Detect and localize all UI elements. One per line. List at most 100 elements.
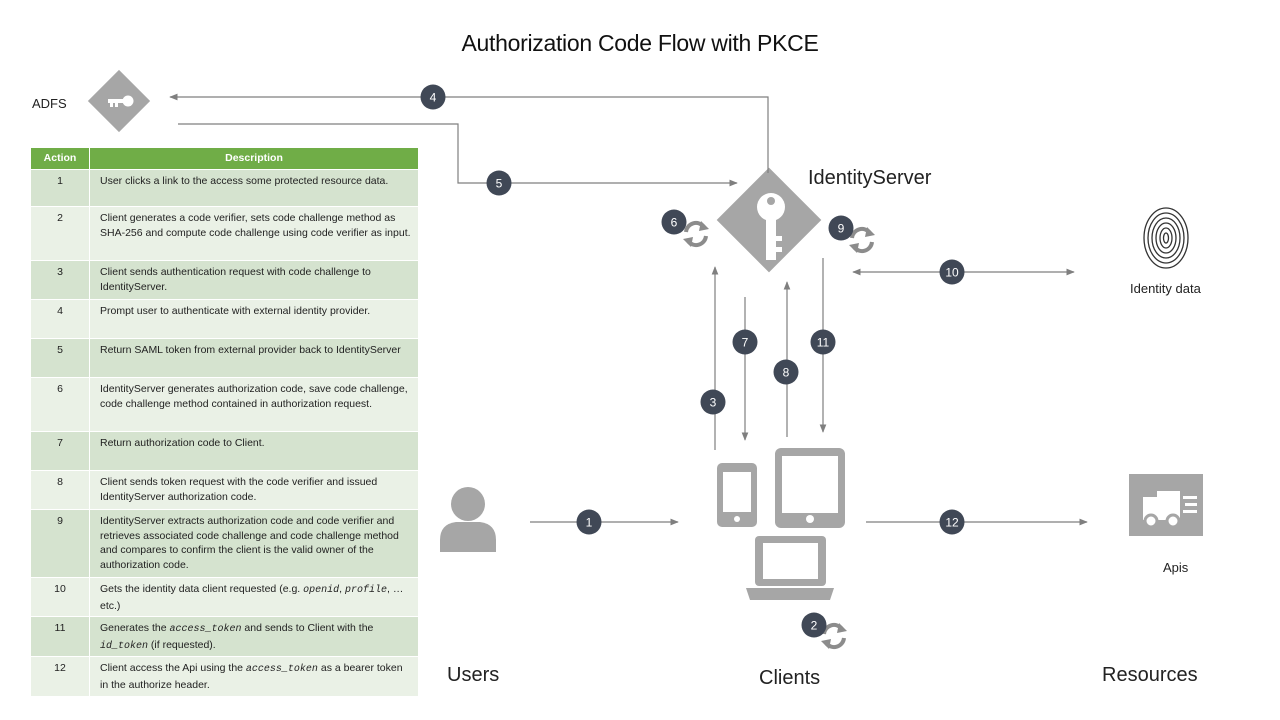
row-action: 9 — [31, 509, 90, 578]
table-row: 10 Gets the identity data client requeste… — [31, 577, 419, 617]
row-action: 5 — [31, 338, 90, 378]
row-action: 1 — [31, 169, 90, 207]
user-icon — [440, 487, 496, 552]
step-badge-9: 9 — [828, 215, 854, 241]
description-text: and sends to Client with the — [241, 622, 374, 634]
description-text: IdentityServer extracts authorization co… — [100, 515, 399, 571]
truck-icon — [1129, 474, 1203, 536]
row-description: Return SAML token from external provider… — [89, 338, 419, 378]
description-text: Client generates a code verifier, sets c… — [100, 212, 411, 239]
users-label: Users — [447, 664, 500, 686]
step-badge-11: 11 — [810, 329, 836, 355]
row-action: 10 — [31, 577, 90, 617]
step-badge-label: 11 — [817, 336, 830, 350]
table-header-description: Description — [89, 148, 419, 170]
code-token: openid — [303, 585, 340, 596]
clients-label: Clients — [759, 667, 821, 689]
code-token: profile — [344, 585, 387, 596]
step-badge-4: 4 — [420, 84, 446, 110]
step-badge-7: 7 — [732, 329, 758, 355]
arrow-4 — [169, 93, 769, 173]
tablet-icon — [775, 448, 845, 528]
row-action: 8 — [31, 470, 90, 510]
step-badge-8: 8 — [773, 359, 799, 385]
table-row: 2 Client generates a code verifier, sets … — [31, 206, 419, 261]
description-text: Return authorization code to Client. — [100, 437, 265, 449]
arrow-5 — [178, 123, 738, 187]
diagram-title: Authorization Code Flow with PKCE — [461, 30, 819, 56]
description-text: as a bearer token in the authorize heade… — [100, 662, 403, 691]
row-description: Return authorization code to Client. — [89, 431, 419, 471]
row-action: 2 — [31, 206, 90, 261]
description-text: Return SAML token from external provider… — [100, 344, 401, 356]
row-description: Prompt user to authenticate with externa… — [89, 299, 419, 339]
table-row: 1 User clicks a link to the access some p… — [31, 169, 419, 207]
step-badge-label: 12 — [945, 516, 959, 530]
description-text: (if requested). — [148, 638, 216, 651]
description-text: Client access the Api using the — [100, 662, 246, 674]
phone-icon — [717, 463, 757, 527]
code-token: access_token — [245, 664, 318, 675]
step-badge-2: 2 — [801, 612, 827, 638]
code-token: access_token — [169, 624, 242, 635]
table-header-action: Action — [31, 148, 90, 170]
row-description: Client access the Api using the access_t… — [89, 656, 419, 696]
step-badge-label: 2 — [811, 619, 818, 633]
row-description: IdentityServer extracts authorization co… — [89, 509, 419, 578]
table-row: 7 Return authorization code to Client. — [31, 431, 419, 471]
step-badge-label: 9 — [838, 222, 845, 236]
step-badge-label: 10 — [945, 266, 959, 280]
step-badge-10: 10 — [939, 259, 965, 285]
description-text: Client sends authentication request with… — [100, 266, 371, 293]
row-description: Generates the access_token and sends to … — [89, 616, 419, 657]
description-text: , — [339, 583, 345, 595]
row-description: IdentityServer generates authorization c… — [89, 377, 419, 432]
description-text: , …etc.) — [100, 583, 404, 612]
step-badge-12: 12 — [939, 509, 965, 535]
table-row: 8 Client sends token request with the cod… — [31, 470, 419, 510]
identity-server-label: IdentityServer — [808, 167, 932, 189]
table-row: 6 IdentityServer generates authorization … — [31, 377, 419, 432]
laptop-icon — [746, 536, 834, 600]
step-badge-5: 5 — [486, 170, 512, 196]
step-badge-label: 6 — [671, 216, 678, 230]
resources-label: Resources — [1102, 664, 1198, 686]
row-description: User clicks a link to the access some pr… — [89, 169, 419, 207]
row-action: 7 — [31, 431, 90, 471]
description-text: Prompt user to authenticate with externa… — [100, 305, 371, 317]
steps-table: Action Description 1 User clicks a link t… — [31, 148, 419, 696]
row-description: Client generates a code verifier, sets c… — [89, 206, 419, 261]
row-action: 12 — [31, 656, 90, 696]
description-text: User clicks a link to the access some pr… — [100, 175, 389, 187]
row-description: Gets the identity data client requested … — [89, 577, 419, 617]
step-badge-1: 1 — [576, 509, 602, 535]
step-badge-6: 6 — [661, 209, 687, 235]
step-badge-label: 4 — [430, 91, 437, 105]
description-text: Client sends token request with the code… — [100, 476, 378, 503]
row-action: 4 — [31, 299, 90, 339]
adfs-label: ADFS — [32, 96, 67, 111]
step-badge-label: 5 — [496, 177, 503, 191]
adfs-key-icon — [87, 69, 151, 133]
fingerprint-icon — [1143, 207, 1189, 269]
table-row: 4 Prompt user to authenticate with extern… — [31, 299, 419, 339]
code-token: id_token — [100, 640, 149, 652]
row-action: 6 — [31, 377, 90, 432]
identity-server-key-icon — [716, 167, 822, 273]
row-action: 11 — [31, 616, 90, 657]
step-badge-label: 3 — [710, 396, 717, 410]
table-row: 5 Return SAML token from external provide… — [31, 338, 419, 378]
description-text: Gets the identity data client requested … — [100, 583, 304, 595]
identity-data-label: Identity data — [1130, 281, 1201, 296]
description-text: Generates the — [100, 622, 170, 634]
step-badge-3: 3 — [700, 389, 726, 415]
description-text: IdentityServer generates authorization c… — [100, 383, 408, 410]
step-badge-label: 8 — [783, 366, 790, 380]
step-badge-label: 1 — [586, 516, 593, 530]
step-badge-label: 7 — [742, 336, 749, 350]
